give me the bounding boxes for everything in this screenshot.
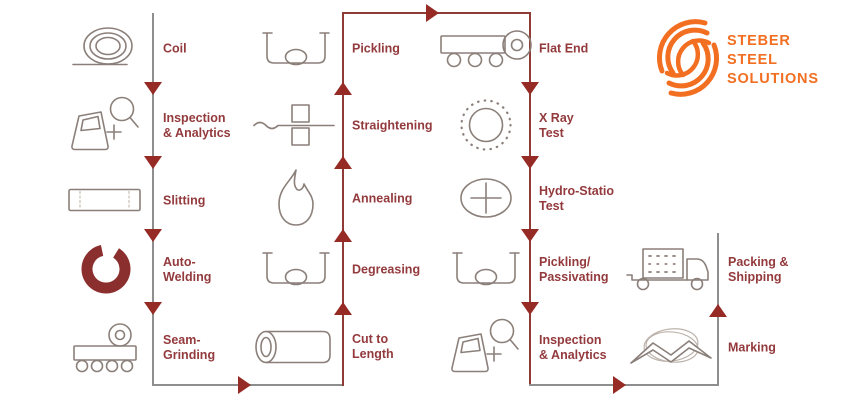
slitting-icon [68, 188, 141, 212]
arrow-up-icon [334, 156, 352, 169]
label-seam-grinding: Seam- Grinding [163, 333, 216, 362]
arrow-down-icon [521, 302, 539, 315]
label-x-ray-test: X Ray Test [539, 111, 574, 140]
steber-steel-logo-text: STEBER STEEL SOLUTIONS [727, 32, 819, 89]
label-pickling-passivating: Pickling/ Passivating [539, 255, 609, 284]
logo-line-1: STEBER [727, 33, 791, 49]
flow-line-col2 [342, 12, 344, 386]
arrow-up-icon [334, 302, 352, 315]
logo-line-2: STEEL [727, 52, 778, 68]
auto-welding-icon [81, 245, 131, 294]
arrow-down-icon [521, 156, 539, 169]
arrow-down-icon [521, 229, 539, 242]
inspection-analytics-icon [451, 318, 519, 373]
hydro-static-icon [460, 178, 512, 218]
label-packing-shipping: Packing & Shipping [728, 255, 789, 284]
marking-icon [630, 328, 712, 364]
arrow-down-icon [521, 82, 539, 95]
straightening-icon [253, 104, 335, 146]
label-pickling: Pickling [352, 41, 400, 56]
label-straightening: Straightening [352, 118, 433, 133]
x-ray-icon [460, 99, 512, 151]
label-annealing: Annealing [352, 191, 413, 206]
packing-shipping-truck-icon [626, 248, 709, 291]
arrow-down-icon [144, 229, 162, 242]
seam-grinding-icon [73, 323, 137, 373]
pickling-tank-icon [262, 32, 330, 66]
label-hydro-static-test: Hydro-Statio Test [539, 184, 614, 213]
label-flat-end: Flat End [539, 41, 589, 56]
label-degreasing: Degreasing [352, 262, 421, 277]
label-inspection-analytics-1: Inspection & Analytics [163, 111, 231, 140]
degreasing-tank-icon [262, 252, 330, 286]
arrow-down-icon [144, 82, 162, 95]
arrow-down-icon [144, 156, 162, 169]
label-inspection-analytics-2: Inspection & Analytics [539, 333, 607, 362]
flat-end-icon [440, 30, 532, 68]
cut-to-length-icon [255, 330, 331, 364]
label-auto-welding: Auto- Welding [163, 255, 212, 284]
label-marking: Marking [728, 340, 776, 355]
arrow-right-icon [613, 376, 626, 394]
flow-line-col1 [152, 13, 154, 385]
steber-steel-logo-icon [656, 19, 720, 97]
inspection-analytics-icon [71, 96, 139, 151]
arrow-up-icon [334, 229, 352, 242]
annealing-flame-icon [278, 169, 314, 226]
pickling-passivating-tank-icon [452, 252, 520, 286]
coil-icon [72, 27, 133, 66]
label-cut-to-length: Cut to Length [352, 332, 394, 361]
arrow-up-icon [334, 82, 352, 95]
arrow-up-icon [709, 304, 727, 317]
label-coil: Coil [163, 41, 187, 56]
arrow-right-icon [238, 376, 251, 394]
flow-line-col3 [529, 12, 531, 386]
arrow-down-icon [144, 302, 162, 315]
arrow-right-icon [426, 4, 439, 22]
label-slitting: Slitting [163, 193, 206, 208]
logo-line-3: SOLUTIONS [727, 71, 819, 87]
